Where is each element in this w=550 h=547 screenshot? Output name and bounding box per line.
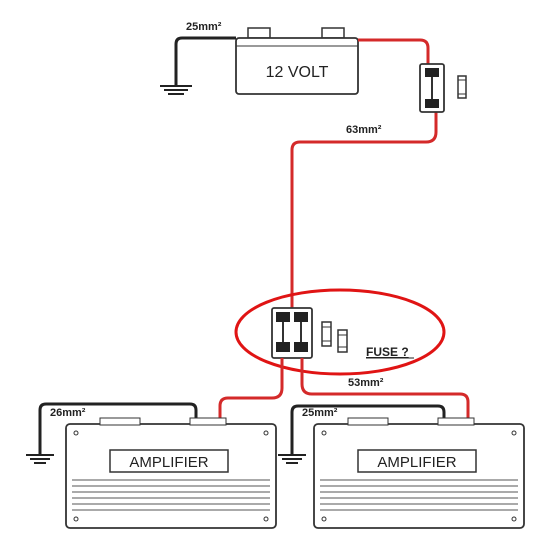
right-amp-ground-wire [290,404,446,455]
spare-fuse-icon [457,75,467,99]
left-amp-ground-symbol-icon [26,454,54,464]
right-amp-ground-symbol-icon [278,454,306,464]
battery-ground-wire-label: 25mm² [186,21,222,33]
battery-ground-symbol-icon [160,85,192,95]
battery-label: 12 VOLT [266,64,329,81]
main-power-wire [290,38,438,310]
left-amp-ground-wire-label: 26mm² [50,407,86,419]
distribution-spare-fuse-2-icon [337,329,348,353]
right-amplifier-icon [313,417,525,529]
fuse-question-label: FUSE ? [366,345,409,359]
distribution-block-icon [271,307,313,359]
main-power-wire-label: 63mm² [346,124,382,136]
distribution-spare-fuse-1-icon [321,321,332,347]
right-amplifier-label: AMPLIFIER [377,454,456,471]
left-amp-power-wire [218,358,284,418]
highlight-circle [234,288,446,376]
battery-ground-wire [174,36,236,86]
right-amp-power-wire [300,358,470,418]
split-power-wire-label: 53mm² [348,377,384,389]
left-amp-ground-wire [38,402,198,455]
main-fuse-holder-icon [419,63,445,113]
right-amp-ground-wire-label: 25mm² [302,407,338,419]
left-amplifier-icon [65,417,277,529]
left-amplifier-label: AMPLIFIER [129,454,208,471]
battery-icon [235,27,359,95]
